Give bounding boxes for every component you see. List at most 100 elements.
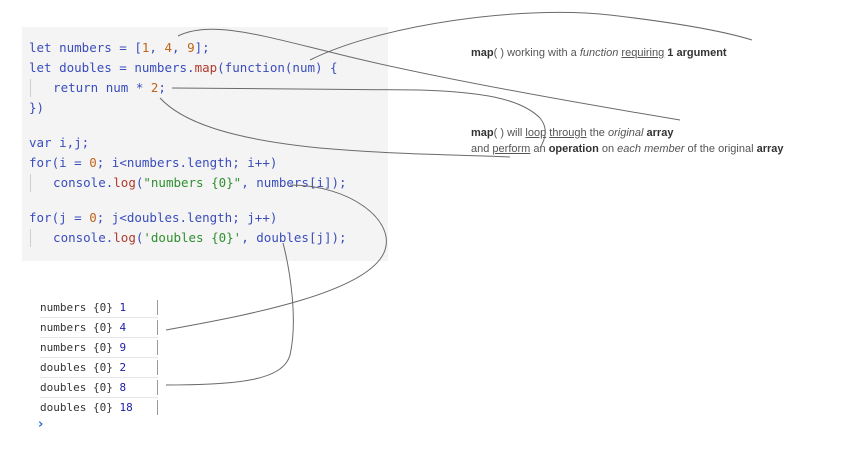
connector-numbers-log-to-output [165,184,387,331]
code-line-7: for(i = 0; i<numbers.length; i++) [29,153,277,173]
code-token: , [149,40,165,55]
indent-guide-for-j-body [30,229,31,247]
code-token-number: 0 [89,210,97,225]
annotation-term-function: function [579,47,619,59]
code-token: , numbers[i]); [241,175,347,190]
console-row-divider [157,320,158,335]
indent-guide-for-i-body [30,174,31,192]
console-row: numbers {0} 4 [40,318,158,338]
annotation-text: ( ) working with a [493,47,580,59]
console-row: doubles {0} 2 [40,358,158,378]
code-line-2: let doubles = numbers.map(function(num) … [29,58,338,78]
annotation-text: an [530,143,549,155]
annotation-term-each-member: each member [617,143,685,155]
code-token-number: 2 [150,80,159,95]
code-line-1: let numbers = [1, 4, 9]; [29,38,210,58]
annotation-term-original: original [607,127,644,139]
code-line-6: var i,j; [29,133,89,153]
code-token: , [172,40,188,55]
code-editor-panel [22,27,388,261]
code-token: let numbers = [29,40,135,55]
code-token-number: 0 [89,155,97,170]
console-row-divider [157,380,158,395]
code-token-string: "numbers {0}" [143,175,242,190]
code-token: ; j<doubles.length; j++) [96,210,278,225]
code-token: console. [38,175,114,190]
indent-guide-map-body [30,79,31,97]
code-line-11: console.log('doubles {0}', doubles[j]); [38,228,347,248]
console-row: doubles {0} 18 [40,398,158,417]
console-log-value: 9 [119,341,127,354]
console-log-value: 8 [119,381,127,394]
console-row: numbers {0} 9 [40,338,158,358]
connector-function-to-argument-note [309,11,753,61]
code-token: [ [134,40,142,55]
annotation-term-argument: 1 argument [667,47,727,59]
code-token: var i,j; [29,135,90,150]
console-log-label: doubles {0} [40,401,120,414]
connector-array-to-loop-note [177,28,681,121]
annotation-term-map: map [471,47,494,59]
annotation-text: ( ) will [493,127,526,139]
code-token: , doubles[j]); [241,230,347,245]
console-row: numbers {0} 1 [40,298,158,318]
annotation-term-loop: loop [525,127,547,139]
annotation-term-requiring: requiring [621,47,665,59]
annotation-text: the [586,127,608,139]
connector-doubles-log-to-output [165,242,294,386]
code-token-method: map [194,60,218,75]
annotation-term-operation: operation [548,143,599,155]
console-row-divider [157,300,158,315]
code-token: ( [135,230,144,245]
annotation-term-array: array [756,143,784,155]
annotation-term-through: through [549,127,587,139]
console-row-divider [157,400,158,415]
code-token: for(i = [29,155,90,170]
annotation-term-array: array [646,127,674,139]
code-token: for(j = [29,210,90,225]
connector-map-body-to-operation-note [159,97,511,158]
annotation-term-perform: perform [492,143,531,155]
code-token-number: 1 [141,40,150,55]
code-token: let doubles = numbers. [29,60,195,75]
console-log-label: numbers {0} [40,321,120,334]
connector-return-to-loop-note [171,87,546,149]
code-token: ; i<numbers.length; i++) [96,155,278,170]
code-token: }) [29,100,45,115]
annotation-map-loop: map( ) will loop through the original ar… [471,125,673,141]
console-log-value: 2 [119,361,127,374]
console-log-label: numbers {0} [40,301,120,314]
console-row-divider [157,340,158,355]
console-log-label: doubles {0} [40,361,120,374]
code-line-10: for(j = 0; j<doubles.length; j++) [29,208,277,228]
console-prompt-chevron-icon[interactable]: › [38,417,44,432]
code-line-3: return num * 2; [38,78,166,98]
code-token: return num * [38,80,151,95]
annotation-term-map: map [471,127,494,139]
code-token: console. [38,230,114,245]
code-token-string: 'doubles {0}' [143,230,242,245]
code-token-method: log [113,175,136,190]
code-token: ]; [194,40,210,55]
console-row: doubles {0} 8 [40,378,158,398]
code-token-number: 9 [187,40,195,55]
console-log-value: 18 [119,401,133,414]
code-line-8: console.log("numbers {0}", numbers[i]); [38,173,347,193]
console-log-label: numbers {0} [40,341,120,354]
console-log-label: doubles {0} [40,381,120,394]
console-row-divider [157,360,158,375]
annotation-text: on [598,143,618,155]
annotation-text: and [471,143,493,155]
annotation-map-operation: and perform an operation on each member … [471,141,784,157]
annotation-text: of the original [684,143,757,155]
code-line-4: }) [29,98,44,118]
code-token-method: log [113,230,136,245]
code-token-number: 4 [164,40,173,55]
console-log-value: 1 [119,301,127,314]
console-log-value: 4 [119,321,127,334]
code-token: (function(num) { [217,60,338,75]
code-token: ; [158,80,166,95]
annotation-map-argument: map( ) working with a function requiring… [471,45,727,61]
code-token: ( [135,175,144,190]
